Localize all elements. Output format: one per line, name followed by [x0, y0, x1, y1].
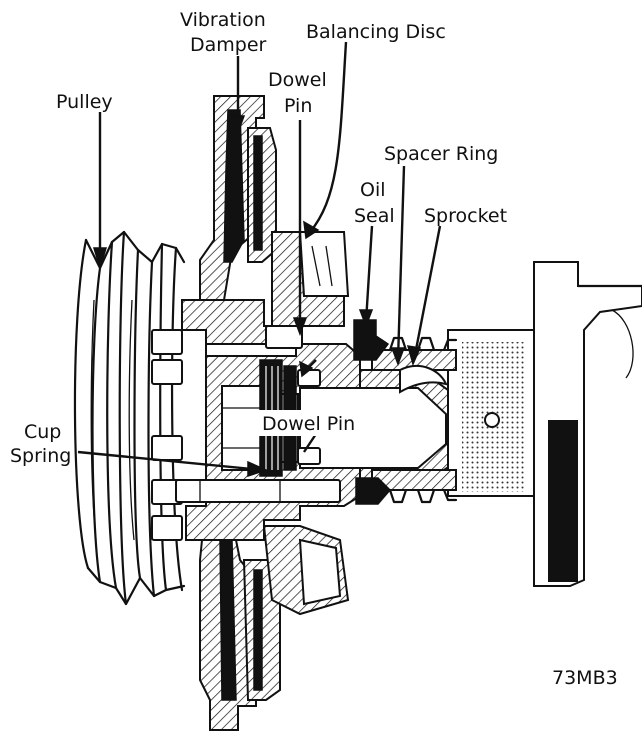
label-spacer-ring: Spacer Ring	[384, 143, 498, 165]
label-dowel-pin-top-line2: Pin	[284, 95, 312, 117]
oil-seal	[353, 319, 392, 505]
label-vibration-damper-line2: Damper	[190, 34, 267, 56]
label-balancing-disc: Balancing Disc	[306, 21, 446, 43]
label-cup-spring-line2: Spring	[10, 445, 71, 467]
label-vibration-damper-line1: Vibration	[180, 9, 266, 31]
vibration-damper-upper	[199, 95, 277, 301]
label-pulley: Pulley	[56, 91, 113, 113]
label-dowel-pin-top-line1: Dowel	[268, 69, 327, 91]
cup-spring	[259, 359, 297, 477]
labels: Vibration Damper Balancing Disc Pulley D…	[10, 9, 618, 689]
vibration-damper-lower	[199, 519, 281, 731]
pulley	[73, 230, 186, 606]
label-sprocket: Sprocket	[424, 205, 507, 227]
label-oil-seal-line1: Oil	[360, 179, 386, 201]
label-dowel-pin-center: Dowel Pin	[262, 413, 355, 435]
label-cup-spring-line1: Cup	[24, 421, 61, 443]
label-oil-seal-line2: Seal	[354, 205, 395, 227]
lower-bolt	[175, 479, 341, 503]
figure-code: 73MB3	[552, 667, 618, 689]
dowel-pins	[265, 325, 321, 465]
balancing-disc	[262, 231, 350, 616]
leader-lines	[77, 41, 442, 478]
